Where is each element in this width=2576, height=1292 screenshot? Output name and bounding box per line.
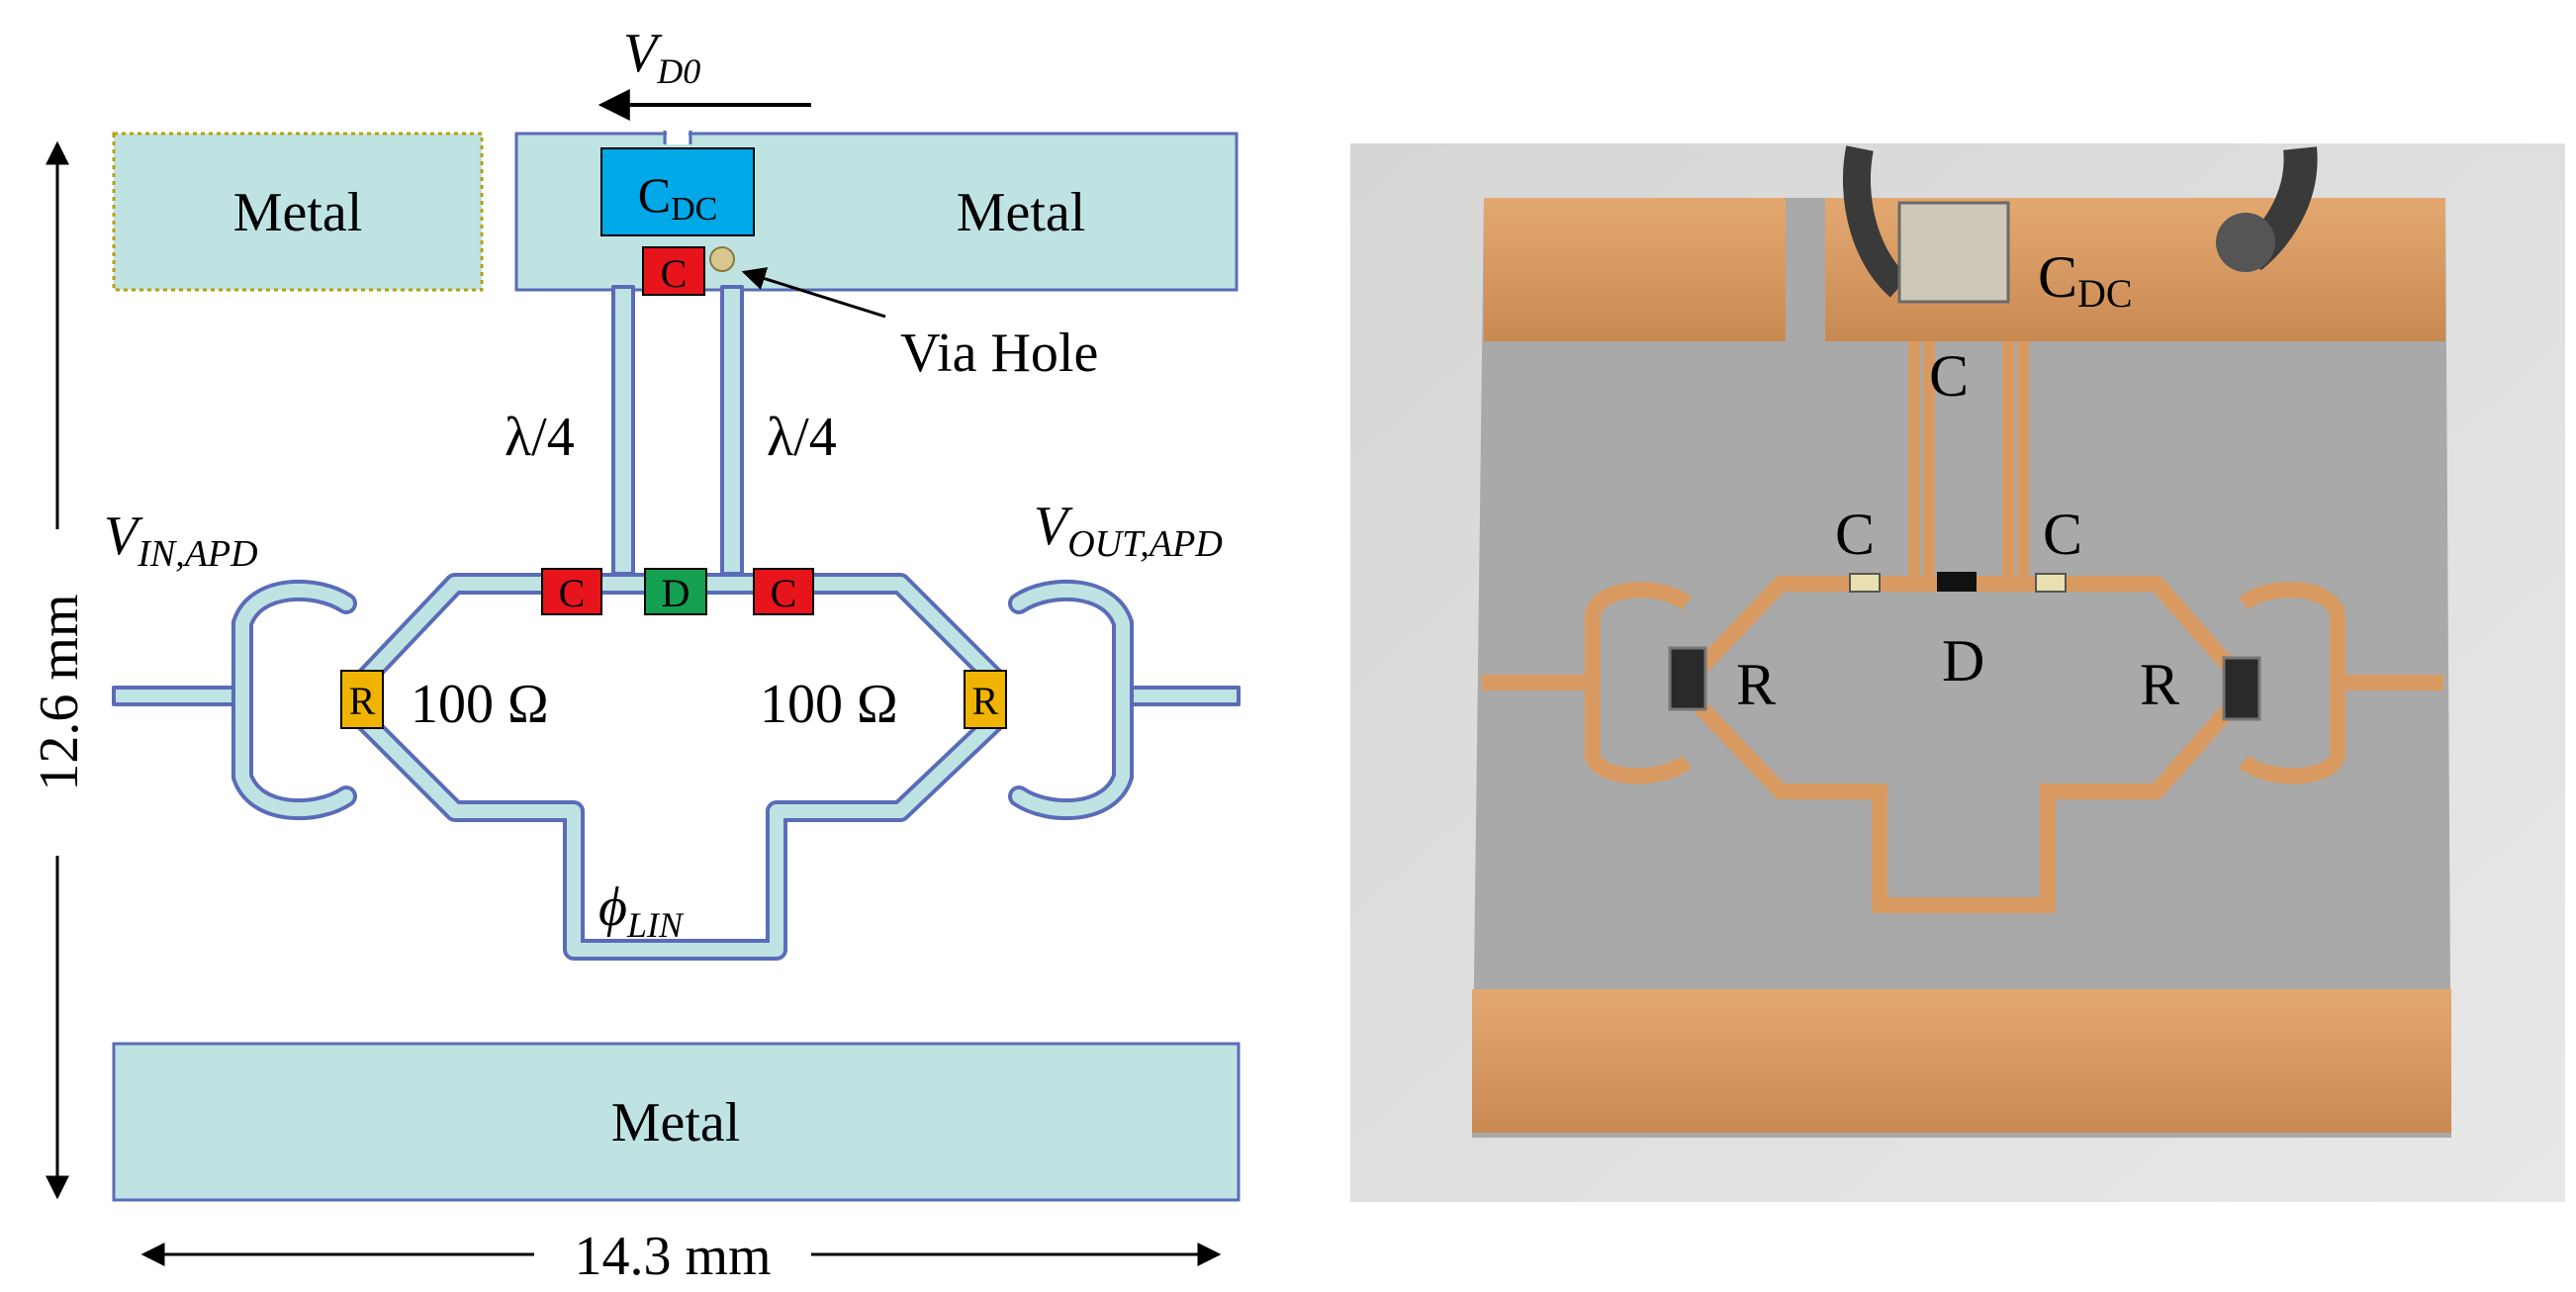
photo-c-left-label: C (1835, 502, 1875, 567)
solder-right (2216, 213, 2275, 272)
resistor-left (340, 670, 384, 729)
photo-resistor-right (2222, 656, 2261, 721)
phi-lin-label: ϕLIN (598, 877, 685, 945)
photo-left-ring (1585, 582, 1692, 784)
lambda-stub-left (611, 285, 635, 576)
via-hole-arrow (741, 267, 886, 319)
photo-capacitor-right (2035, 573, 2067, 593)
photo-capacitor-left (1849, 573, 1881, 593)
vd0-indicator: VD0 (598, 23, 811, 121)
lambda-stub-right (720, 285, 744, 576)
right-ring-outer (1008, 579, 1134, 821)
capacitor-top-label: C (661, 251, 688, 296)
layout-diagram: VD0 Metal Metal CDC C Via Hole λ/4 λ/4 (29, 23, 1241, 1287)
vd0-label: VD0 (623, 23, 700, 91)
photo-resistor-left (1668, 646, 1707, 711)
wire-left (1843, 145, 1909, 298)
vd0-gap (667, 109, 689, 144)
via-hole-label: Via Hole (900, 323, 1098, 384)
resistance-right-label: 100 Ω (760, 674, 898, 735)
resistor-left-label: R (349, 679, 376, 723)
photo-c-top-label: C (1929, 343, 1969, 409)
metal-bottom-label: Metal (611, 1092, 741, 1154)
photo-right-ring (2239, 582, 2346, 784)
diode (644, 568, 707, 615)
cdc-label: CDC (638, 167, 718, 228)
dim-horizontal-label: 14.3 mm (574, 1226, 771, 1287)
capacitor-left-label: C (559, 571, 586, 615)
cdc-capacitor (600, 147, 755, 236)
diode-label: D (662, 571, 690, 615)
resistance-left-label: 100 Ω (411, 674, 549, 735)
board-substrate (1472, 198, 2451, 1138)
photo-d-label: D (1942, 628, 1984, 693)
metal-top-left-label: Metal (233, 182, 363, 243)
resistor-right (964, 670, 1007, 729)
lambda-left-label: λ/4 (505, 407, 575, 468)
capacitor-top (642, 246, 705, 296)
copper-pad-bottom (1472, 989, 2451, 1133)
photo-r-left-label: R (1736, 652, 1776, 717)
lambda-right-label: λ/4 (767, 407, 837, 468)
capacitor-right (753, 568, 814, 615)
metal-top-right-label: Metal (957, 182, 1086, 243)
vin-apd-label: VIN,APD (104, 506, 258, 575)
photo-c-right-label: C (2043, 502, 2082, 567)
metal-pad-bottom (112, 1042, 1241, 1202)
output-feed-line (1119, 686, 1241, 706)
photo-cdc-component (1897, 201, 2010, 304)
photo-r-right-label: R (2140, 652, 2179, 717)
via-hole (709, 246, 735, 272)
vout-apd-label: VOUT,APD (1034, 496, 1223, 565)
metal-pad-top-left (112, 132, 484, 292)
resistor-right-label: R (972, 679, 999, 723)
dim-vertical-label: 12.6 mm (29, 594, 90, 790)
capacitor-left (541, 568, 602, 615)
input-feed-line (112, 686, 241, 706)
photo-lower-branch (1681, 687, 2251, 913)
left-ring-outer (231, 579, 357, 821)
copper-pad-top-left (1484, 198, 1786, 341)
capacitor-right-label: C (771, 571, 797, 615)
photo-diode (1937, 572, 1977, 592)
photo-cdc-label: CDC (2038, 244, 2133, 316)
fabricated-board-photo: CDC C C C D R R (1350, 143, 2565, 1202)
